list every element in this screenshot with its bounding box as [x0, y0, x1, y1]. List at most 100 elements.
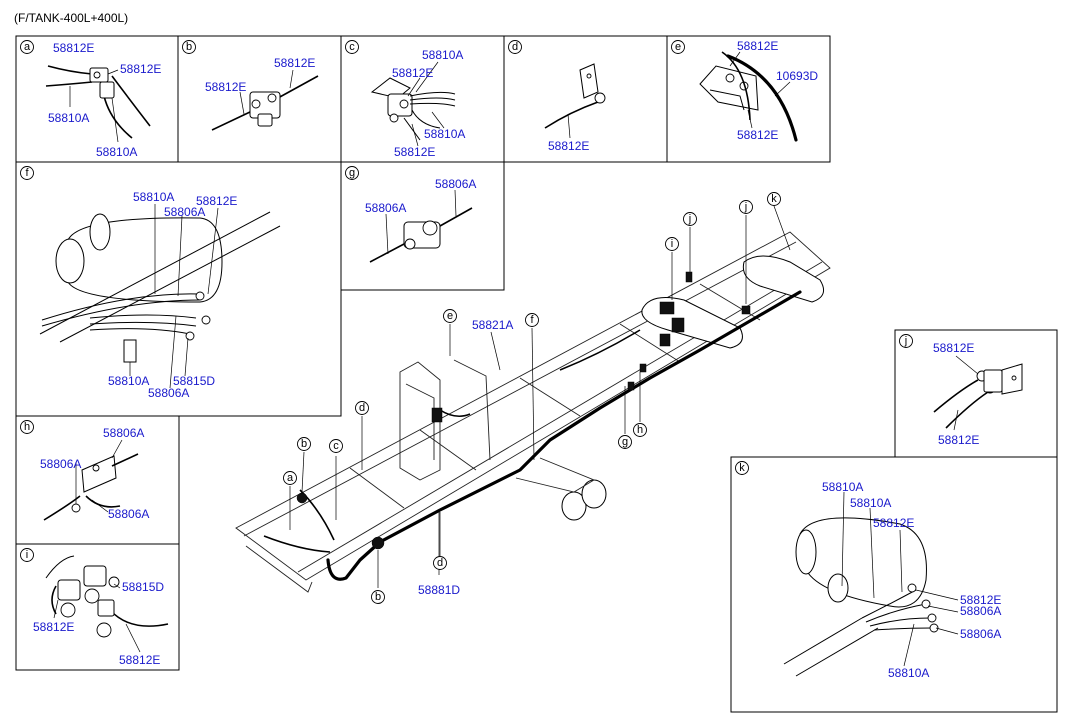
- panel-k-letter: k: [735, 461, 749, 475]
- panel-a-label: 58810A: [48, 111, 89, 125]
- main-chassis-drawing: [235, 205, 831, 593]
- panel-a-label: 58812E: [53, 41, 94, 55]
- panel-c-letter: c: [345, 40, 359, 54]
- svg-text:a: a: [24, 41, 31, 53]
- svg-text:c: c: [349, 41, 355, 53]
- panel-j-label: 58812E: [933, 341, 974, 355]
- svg-text:f: f: [530, 314, 534, 326]
- svg-text:b: b: [301, 438, 307, 450]
- panel-g-drawing: [369, 189, 473, 263]
- panel-h-label: 58806A: [103, 426, 144, 440]
- panel-i-letter: i: [20, 548, 34, 562]
- svg-text:k: k: [739, 462, 745, 474]
- callout-i: i: [665, 237, 679, 251]
- svg-text:g: g: [349, 167, 355, 179]
- panel-a-label: 58812E: [120, 62, 161, 76]
- panel-c-label: 58812E: [392, 66, 433, 80]
- panel-b-letter: b: [182, 40, 196, 54]
- panel-b-label: 58812E: [274, 56, 315, 70]
- callout-a: a: [283, 471, 297, 485]
- panel-k-label: 58810A: [888, 666, 929, 680]
- panel-f-label: 58810A: [108, 374, 149, 388]
- panel-f-drawing: [39, 204, 281, 389]
- panel-d-label: 58812E: [548, 139, 589, 153]
- panel-i-label: 58812E: [119, 653, 160, 667]
- svg-text:d: d: [359, 402, 365, 414]
- callout-k: k: [767, 192, 781, 206]
- svg-text:d: d: [437, 557, 443, 569]
- panel-b-label: 58812E: [205, 80, 246, 94]
- svg-text:f: f: [25, 167, 29, 179]
- panel-f-label: 58812E: [196, 194, 237, 208]
- panel-i-label: 58815D: [122, 580, 164, 594]
- panel-h-label: 58806A: [40, 457, 81, 471]
- panel-c-label: 58810A: [424, 127, 465, 141]
- svg-text:h: h: [637, 424, 643, 436]
- panel-c-label: 58810A: [422, 48, 463, 62]
- panel-h-drawing: [43, 439, 139, 521]
- svg-text:j: j: [904, 335, 907, 347]
- svg-text:h: h: [24, 421, 30, 433]
- panel-i-label: 58812E: [33, 620, 74, 634]
- main-label: 58881D: [418, 583, 460, 597]
- panel-letters: a b c d e f g h i j k: [20, 40, 913, 562]
- panel-c-label: 58812E: [394, 145, 435, 159]
- panel-j-label: 58812E: [938, 433, 979, 447]
- svg-text:i: i: [671, 238, 673, 250]
- diagram-title: (F/TANK-400L+400L): [14, 11, 128, 25]
- panel-borders: [15, 35, 1058, 713]
- svg-text:e: e: [447, 310, 453, 322]
- panel-f-label: 58806A: [164, 205, 205, 219]
- callout-g: g: [618, 435, 632, 449]
- callout-e: e: [443, 309, 457, 323]
- svg-text:b: b: [375, 591, 381, 603]
- svg-text:a: a: [287, 472, 294, 484]
- panel-d-drawing: [544, 63, 606, 139]
- panel-e-label: 58812E: [737, 39, 778, 53]
- panel-k-label: 58812E: [960, 593, 1001, 607]
- callout-d: d: [433, 556, 447, 570]
- callout-j: j: [683, 212, 697, 226]
- callout-f: f: [525, 313, 539, 327]
- callout-h: h: [633, 423, 647, 437]
- panel-k-drawing: [783, 491, 959, 677]
- panel-e-label: 58812E: [737, 128, 778, 142]
- panel-g-label: 58806A: [365, 201, 406, 215]
- svg-text:i: i: [26, 549, 28, 561]
- panel-k-label: 58810A: [822, 480, 863, 494]
- svg-text:e: e: [675, 41, 681, 53]
- main-callouts: e f d c b a b d g h i j j k: [283, 192, 781, 604]
- svg-text:c: c: [333, 440, 339, 452]
- panel-f-label: 58810A: [133, 190, 174, 204]
- svg-text:j: j: [744, 201, 747, 213]
- panel-f-label: 58815D: [173, 374, 215, 388]
- panel-c-drawing: [370, 61, 456, 147]
- callout-b: b: [297, 437, 311, 451]
- callout-c: c: [329, 439, 343, 453]
- panel-g-letter: g: [345, 166, 359, 180]
- panel-d-letter: d: [508, 40, 522, 54]
- main-label: 58821A: [472, 318, 513, 332]
- panel-a-label: 58810A: [96, 145, 137, 159]
- panel-k-label: 58806A: [960, 604, 1001, 618]
- panel-e-letter: e: [671, 40, 685, 54]
- panel-b-drawing: [211, 69, 319, 131]
- svg-text:d: d: [512, 41, 518, 53]
- panel-h-letter: h: [20, 420, 34, 434]
- svg-text:j: j: [688, 213, 691, 225]
- panel-k-label: 58806A: [960, 627, 1001, 641]
- callout-d: d: [355, 401, 369, 415]
- panel-a-letter: a: [20, 40, 34, 54]
- svg-text:b: b: [186, 41, 192, 53]
- panel-k-label: 58812E: [873, 516, 914, 530]
- panel-j-letter: j: [899, 334, 913, 348]
- callout-j: j: [739, 200, 753, 214]
- panel-f-label: 58806A: [148, 386, 189, 400]
- panel-j-drawing: [933, 355, 1023, 431]
- svg-text:g: g: [622, 436, 628, 448]
- panel-h-label: 58806A: [108, 507, 149, 521]
- callout-b: b: [371, 590, 385, 604]
- panel-a-drawing: [45, 65, 151, 143]
- panel-g-label: 58806A: [435, 177, 476, 191]
